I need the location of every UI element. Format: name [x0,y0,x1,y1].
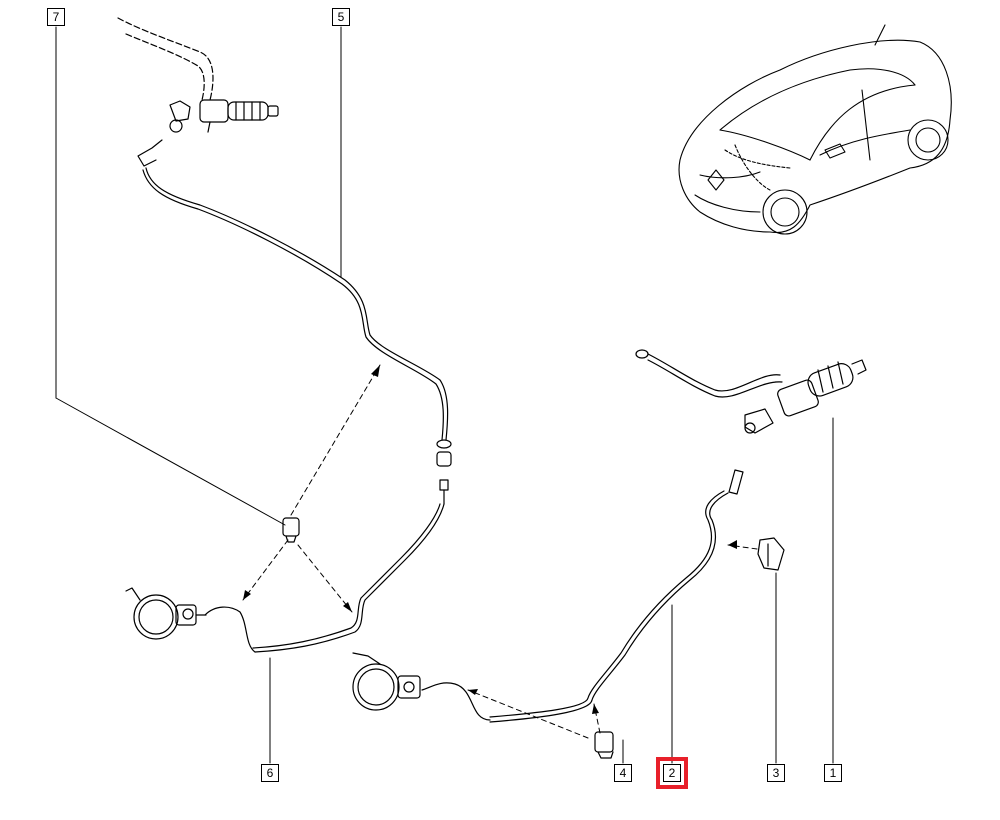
callout-4[interactable]: 4 [614,764,632,782]
arrowhead [592,704,599,714]
callout-2[interactable]: 2 [656,757,688,789]
callout-6[interactable]: 6 [261,764,279,782]
leader-line-7-diagonal [55,397,286,526]
clip-4 [594,731,614,759]
dash-up-to-pipe [290,364,381,516]
upper-reservoir-hose [117,17,214,101]
callout-1[interactable]: 1 [824,764,842,782]
lower-master-cylinder [744,359,867,434]
upper-slave-cylinder [125,587,207,640]
car-thumbnail [678,24,952,235]
upper-master-cylinder [169,99,279,133]
dash-clip-3 [727,544,758,550]
assembly-dashes [242,364,758,739]
callout-3[interactable]: 3 [767,764,785,782]
lower-pipe [421,469,744,723]
clip-3 [757,537,785,571]
clip-7 [282,517,300,543]
dash-clip-4-up [593,703,601,734]
lower-slave-cylinder [352,652,421,711]
upper-pipe [137,139,452,653]
arrowhead [371,365,380,377]
arrowhead [728,540,737,549]
dash-down-to-slave [242,539,289,601]
lower-reservoir-hose [635,349,783,398]
dash-to-pipe-bend [297,544,353,613]
arrowhead [468,689,478,695]
arrowhead [243,590,251,600]
leader-lines [55,26,834,764]
arrowhead [343,602,352,612]
callout-5[interactable]: 5 [332,8,350,26]
arrowheads [243,365,737,714]
callout-7[interactable]: 7 [47,8,65,26]
